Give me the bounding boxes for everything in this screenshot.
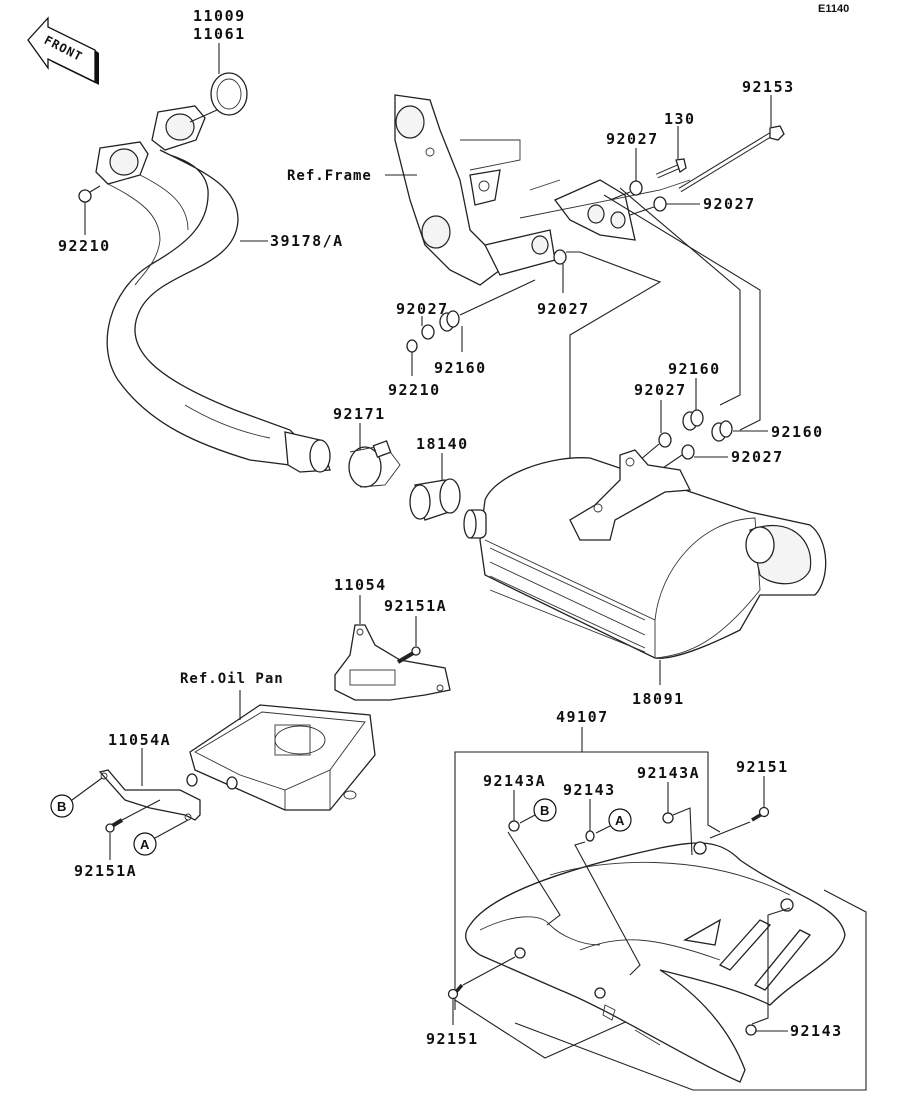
- label-92027-right: 92027: [703, 195, 756, 213]
- sleeve-18140[interactable]: [409, 478, 461, 521]
- grommet-92160-r1[interactable]: [682, 409, 704, 431]
- label-49107: 49107: [556, 708, 609, 726]
- label-ref-frame: Ref.Frame: [287, 168, 372, 184]
- bracket-11054A[interactable]: [98, 769, 201, 821]
- exhaust-pipe-body: [106, 149, 306, 466]
- label-130: 130: [664, 110, 696, 128]
- grommet-92160-mid[interactable]: [439, 310, 460, 332]
- label-92210-head: 92210: [58, 237, 111, 255]
- washer-92027-r1[interactable]: [658, 432, 672, 448]
- frame-reference: [394, 94, 556, 286]
- bolt-130[interactable]: [656, 158, 687, 179]
- svg-text:B: B: [540, 803, 549, 818]
- label-ref-oil-pan: Ref.Oil Pan: [180, 671, 284, 687]
- screw-92151-top[interactable]: [751, 806, 770, 822]
- label-39178A: 39178/A: [270, 232, 344, 250]
- bolt-92153[interactable]: [678, 125, 785, 193]
- label-11054A: 11054A: [108, 731, 171, 749]
- grommet-92143A-c[interactable]: [662, 812, 674, 824]
- front-arrow-icon: FRONT: [27, 16, 99, 85]
- grommet-92160-r2[interactable]: [711, 420, 733, 442]
- muffler-18091[interactable]: [463, 449, 827, 659]
- label-18091: 18091: [632, 690, 685, 708]
- nut-92210[interactable]: [78, 189, 92, 203]
- washer-92027-top[interactable]: [629, 180, 643, 196]
- callout-a-left: A: [133, 832, 157, 856]
- label-92160-r2: 92160: [771, 423, 824, 441]
- cover-49107[interactable]: [465, 841, 846, 1083]
- label-92143A-c: 92143A: [637, 764, 700, 782]
- label-92160-mid: 92160: [434, 359, 487, 377]
- grommet-92143-a[interactable]: [585, 830, 595, 842]
- clamp-92171[interactable]: [348, 440, 401, 488]
- oil-pan-reference: [186, 704, 376, 811]
- label-92143A-b: 92143A: [483, 772, 546, 790]
- label-92153: 92153: [742, 78, 795, 96]
- callout-a-cover: A: [608, 808, 632, 832]
- washer-92027-r2[interactable]: [681, 444, 695, 460]
- label-92027-top: 92027: [606, 130, 659, 148]
- label-11061: 11061: [193, 25, 246, 43]
- callout-b-cover: B: [533, 798, 557, 822]
- diagram-code: E1140: [818, 3, 849, 15]
- label-92143-bottom: 92143: [790, 1022, 843, 1040]
- bolt-92151A-lower[interactable]: [105, 818, 124, 833]
- label-92027-r2: 92027: [731, 448, 784, 466]
- nut-92210-mid[interactable]: [406, 339, 418, 353]
- muffler-hanger-bracket: [519, 179, 691, 241]
- washer-92027-mid-right[interactable]: [553, 249, 567, 265]
- svg-text:B: B: [57, 799, 66, 814]
- label-11009: 11009: [193, 7, 246, 25]
- svg-text:A: A: [140, 837, 150, 852]
- callout-b-left: B: [50, 794, 74, 818]
- grommet-92143-bottom[interactable]: [745, 1024, 757, 1036]
- label-92027-r1: 92027: [634, 381, 687, 399]
- label-92151A-lower: 92151A: [74, 862, 137, 880]
- grommet-92143A-b[interactable]: [508, 820, 520, 832]
- bracket-11054[interactable]: [334, 624, 451, 701]
- screw-92151-bottom[interactable]: [447, 983, 464, 1000]
- label-92171: 92171: [333, 405, 386, 423]
- washer-92027-mid-left[interactable]: [421, 324, 435, 340]
- svg-text:A: A: [615, 813, 625, 828]
- label-92151-bottom: 92151: [426, 1030, 479, 1048]
- label-11054: 11054: [334, 576, 387, 594]
- label-92151-top: 92151: [736, 758, 789, 776]
- bolt-92151A-upper[interactable]: [396, 646, 421, 664]
- label-92151A-upper: 92151A: [384, 597, 447, 615]
- washer-92027-right[interactable]: [653, 196, 667, 212]
- label-92143-a: 92143: [563, 781, 616, 799]
- label-92160-r1: 92160: [668, 360, 721, 378]
- label-18140: 18140: [416, 435, 469, 453]
- label-92210-mid: 92210: [388, 381, 441, 399]
- label-92027-mid-left: 92027: [396, 300, 449, 318]
- exhaust-pipe[interactable]: [95, 72, 331, 473]
- label-92027-mid-right: 92027: [537, 300, 590, 318]
